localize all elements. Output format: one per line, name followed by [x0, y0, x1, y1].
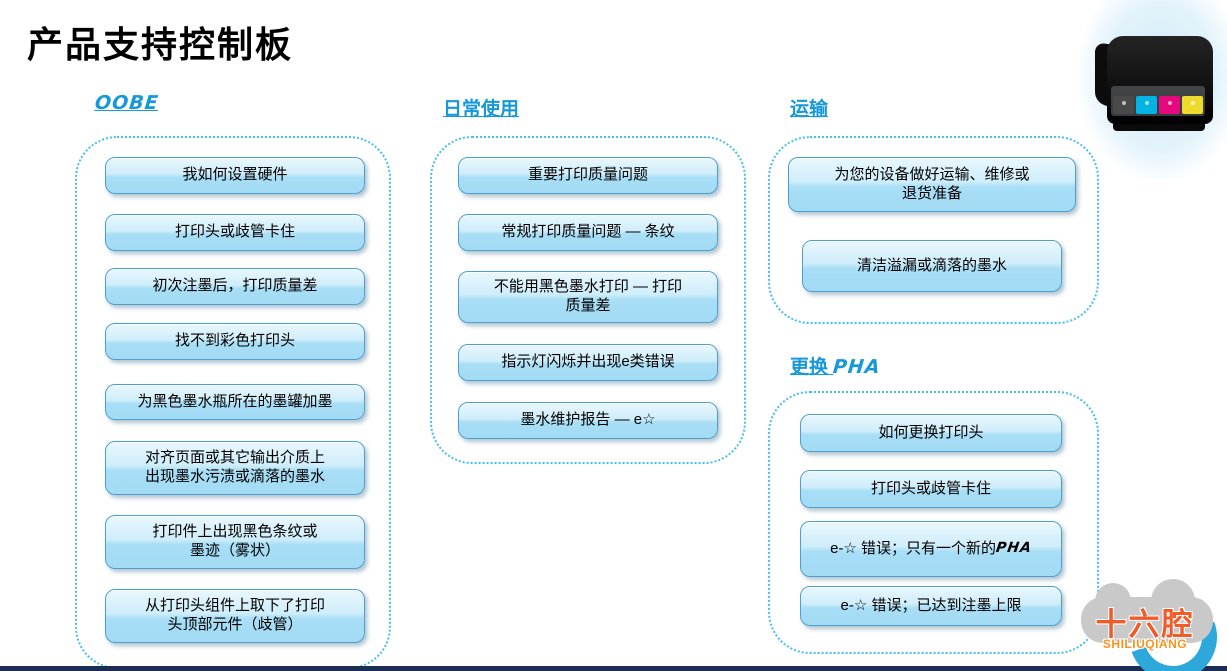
bottom-bar — [0, 666, 1227, 671]
btn-e-star-error-only-one-new-pha-text: e-☆ 错误；只有一个新的 — [830, 539, 997, 557]
section-heading-replace-pha[interactable]: 更换 PHA — [790, 352, 882, 379]
section-heading-replace-pha-cn: 更换 — [790, 357, 834, 378]
btn-e-star-error-ink-fill-limit-reached[interactable]: e-☆ 错误；已达到注墨上限 — [800, 586, 1062, 626]
btn-clean-spilled-or-dripped-ink[interactable]: 清洁溢漏或滴落的墨水 — [802, 240, 1062, 292]
btn-ink-maintenance-report-e-star[interactable]: 墨水维护报告 — e☆ — [458, 402, 718, 439]
section-heading-oobe[interactable]: OOBE — [93, 92, 160, 114]
btn-prepare-device-for-shipping-repair-return[interactable]: 为您的设备做好运输、维修或 退货准备 — [788, 157, 1076, 212]
btn-general-print-quality-streaks[interactable]: 常规打印质量问题 — 条纹 — [458, 214, 718, 251]
section-panel-daily-use — [430, 136, 746, 464]
btn-refill-black-ink-tank[interactable]: 为黑色墨水瓶所在的墨罐加墨 — [105, 384, 365, 420]
watermark-text: 十六腔 — [1095, 607, 1195, 642]
printer-body — [1107, 36, 1213, 124]
btn-black-streaks-or-smudges-on-prints[interactable]: 打印件上出现黑色条纹或 墨迹（雾状） — [105, 515, 365, 569]
section-panel-replace-pha — [768, 391, 1099, 654]
btn-ink-smears-or-drips-on-alignment-page[interactable]: 对齐页面或其它输出介质上 出现墨水污渍或滴落的墨水 — [105, 441, 365, 495]
section-panel-shipping — [768, 136, 1099, 324]
btn-important-print-quality-issues[interactable]: 重要打印质量问题 — [458, 157, 718, 194]
btn-removed-printhead-top-component-manifold[interactable]: 从打印头组件上取下了打印 头顶部元件（歧管） — [105, 589, 365, 643]
btn-printhead-or-manifold-stuck-2[interactable]: 打印头或歧管卡住 — [800, 470, 1062, 508]
btn-color-printhead-not-found[interactable]: 找不到彩色打印头 — [105, 323, 365, 360]
watermark-subtext: SHILIUQIANG — [1102, 637, 1188, 651]
btn-e-star-error-only-one-new-pha-suffix: PHA — [995, 540, 1034, 557]
ink-tank-magenta — [1159, 96, 1180, 114]
section-heading-daily-use[interactable]: 日常使用 — [443, 99, 520, 120]
ink-tank-black — [1113, 96, 1134, 114]
watermark-cloud — [1081, 579, 1213, 643]
ink-tank-cyan — [1136, 96, 1157, 114]
btn-how-do-i-set-up-hardware[interactable]: 我如何设置硬件 — [105, 157, 365, 194]
btn-printhead-or-manifold-stuck[interactable]: 打印头或歧管卡住 — [105, 214, 365, 251]
ink-tank-yellow — [1182, 96, 1203, 114]
section-heading-replace-pha-en: PHA — [832, 356, 882, 378]
btn-cannot-print-black-poor-quality[interactable]: 不能用黑色墨水打印 — 打印 质量差 — [458, 271, 718, 323]
section-heading-shipping[interactable]: 运输 — [790, 99, 829, 120]
btn-lights-blinking-e-error[interactable]: 指示灯闪烁并出现e类错误 — [458, 344, 718, 381]
ink-tank-window — [1111, 86, 1205, 116]
btn-e-star-error-only-one-new-pha[interactable]: e-☆ 错误；只有一个新的 PHA — [800, 521, 1062, 577]
printer-base — [1113, 124, 1205, 131]
btn-poor-print-quality-after-initial-ink-fill[interactable]: 初次注墨后，打印质量差 — [105, 268, 365, 305]
page-title: 产品支持控制板 — [27, 24, 294, 65]
btn-how-to-replace-printhead[interactable]: 如何更换打印头 — [800, 414, 1062, 452]
printer-image — [1079, 0, 1227, 180]
watermark-logo: 十六腔 SHILIUQIANG — [1069, 563, 1227, 671]
